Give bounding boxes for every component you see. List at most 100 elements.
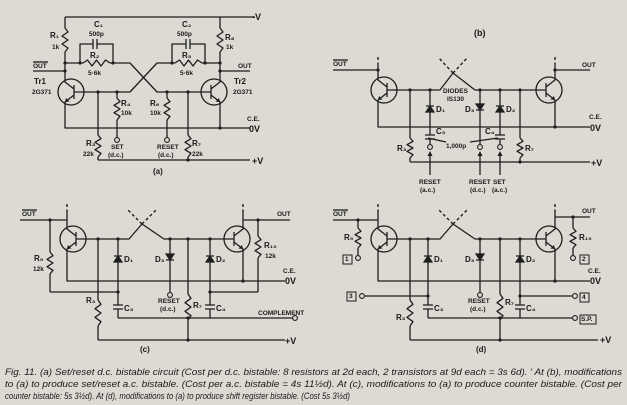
junction-dot <box>48 218 52 222</box>
junction-dot <box>208 290 212 294</box>
label-out-bar: OUT <box>22 211 36 218</box>
label-reset-ac: RESET <box>419 179 441 186</box>
label-r9-val: 12k <box>33 266 44 273</box>
resistor <box>406 299 414 327</box>
resistor <box>496 293 504 321</box>
wire <box>377 252 590 282</box>
label-d2: D₂ <box>216 255 226 264</box>
label-c2: C₂ <box>182 20 192 29</box>
label-c4: C₄ <box>485 127 495 136</box>
junction-dot <box>376 68 380 72</box>
label-c1: C₁ <box>94 20 104 29</box>
diode <box>112 254 124 263</box>
diode <box>164 253 176 262</box>
terminal-icon <box>570 255 576 261</box>
junction-dot <box>111 61 115 65</box>
label-r9: R₉ <box>344 233 354 242</box>
junction-dot <box>186 158 190 162</box>
label-r3: R₃ <box>86 296 96 305</box>
junction-dot <box>218 61 222 65</box>
junction-dot <box>553 125 557 129</box>
label-reset: RESET <box>158 298 180 305</box>
wire <box>171 43 186 63</box>
terminal-box <box>346 291 357 302</box>
caption-line-2: to (a) to produce set/reset a.c. bistabl… <box>5 378 623 389</box>
wire <box>397 223 454 240</box>
wire <box>452 72 536 91</box>
junction-dot <box>498 88 502 92</box>
terminal-icon <box>355 255 361 261</box>
resistor <box>354 227 362 249</box>
resistor <box>254 235 262 259</box>
label-reset: RESET <box>157 144 179 151</box>
junction-dot <box>571 215 575 219</box>
dashed-cross-wire <box>437 56 454 74</box>
label-r7-val: 22k <box>192 151 203 158</box>
junction-dot <box>96 90 100 94</box>
capacitor <box>515 304 525 310</box>
junction-dot <box>165 90 169 94</box>
label-complement: COMPLEMENT <box>258 310 304 317</box>
label-tr1: Tr1 <box>34 77 47 86</box>
junction-dot <box>63 61 67 65</box>
label-r4-val: 10k <box>121 110 132 117</box>
label-c4: C₄ <box>526 304 536 313</box>
terminal-icon <box>572 293 578 299</box>
caption-line-3: counter bistable: 5s 3½d). At (d), modif… <box>5 390 350 401</box>
terminal-icon <box>477 292 483 298</box>
label-reset-mode: (d.c.) <box>158 152 174 159</box>
capacitor <box>185 39 191 49</box>
label-ce: C.E. <box>589 114 602 121</box>
label-r7: R₇ <box>192 139 201 148</box>
emitter-arrow-icon <box>550 245 555 249</box>
junction-dot <box>428 88 432 92</box>
label-r6-val: 10k <box>150 110 161 117</box>
junction-dot <box>498 316 502 320</box>
label-reset-ac-mode: (a.c.) <box>420 187 435 194</box>
wire <box>110 62 201 93</box>
resistor <box>46 251 54 275</box>
resistor <box>82 59 111 67</box>
label-t1: 1 <box>345 256 349 263</box>
label-pos-v: +V <box>285 336 296 346</box>
junction-dot <box>426 237 430 241</box>
junction-dot <box>186 237 190 241</box>
label-label: (b) <box>474 28 486 38</box>
label-ce: C.E. <box>588 268 601 275</box>
terminal-icon <box>497 144 503 150</box>
label-r1-val: 1k <box>52 44 60 51</box>
junction-dot <box>498 237 502 241</box>
arrow-icon <box>477 151 483 156</box>
emitter-arrow-icon <box>67 245 72 249</box>
label-d1: D₁ <box>436 105 446 114</box>
junction-dot <box>170 61 174 65</box>
label-t3: 3 <box>349 293 353 300</box>
transistor-tr1-leads <box>377 226 397 252</box>
label-diodes: DIODES <box>443 88 469 95</box>
label-ce: C.E. <box>247 116 260 123</box>
label-zero-v: 0V <box>249 124 260 134</box>
label-r6: R₆ <box>150 99 160 108</box>
figure-caption: Fig. 11. (a) Set/reset d.c. bistable cir… <box>5 366 623 401</box>
label-r9: R₉ <box>34 254 44 263</box>
label-pos-v: +V <box>600 335 611 345</box>
wire <box>84 62 175 93</box>
label-t2: 2 <box>582 256 586 263</box>
label-r2-val: 5·6k <box>88 70 101 77</box>
resistor <box>569 227 577 249</box>
wire <box>66 252 285 282</box>
diode <box>474 103 486 112</box>
junction-dot <box>518 294 522 298</box>
label-r5-val: 5·6k <box>180 70 193 77</box>
label-set-ac: SET <box>493 179 506 186</box>
label-r3: R₃ <box>86 139 96 148</box>
transistor-tr2-leads <box>536 77 556 103</box>
wire <box>86 223 143 240</box>
junction-dot <box>408 237 412 241</box>
label-r7: R₇ <box>525 144 534 153</box>
label-reset-mode: (d.c.) <box>470 306 486 313</box>
transistor-tr2-leads <box>536 226 556 252</box>
